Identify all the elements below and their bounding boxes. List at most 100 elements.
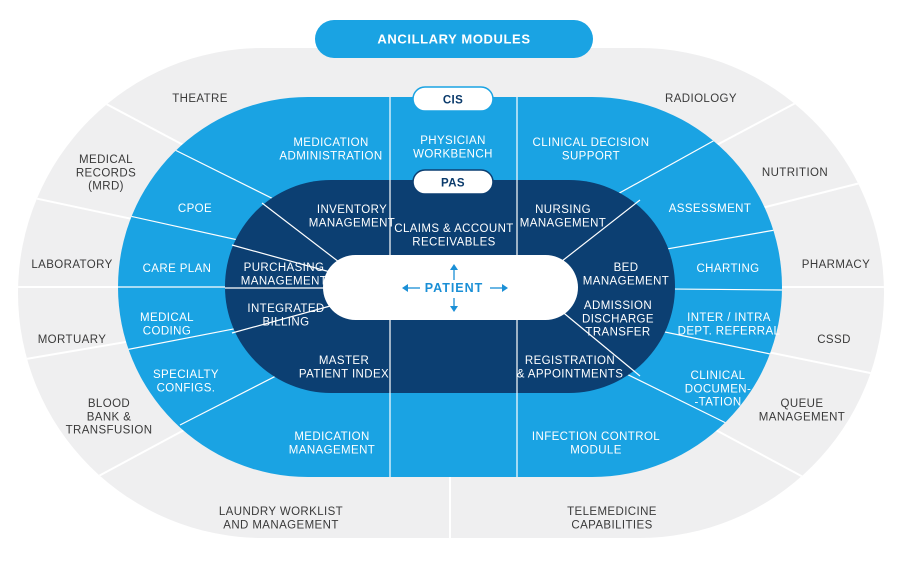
inner-nursing-label-line: MANAGEMENT bbox=[520, 217, 606, 229]
mid-medical-coding-label-line: MEDICAL bbox=[140, 312, 194, 324]
outer-pharmacy-label: PHARMACY bbox=[802, 259, 870, 271]
inner-integrated-billing-label-line: BILLING bbox=[263, 316, 310, 328]
outer-blood-bank-label-line: BANK & bbox=[87, 411, 132, 423]
cis-label: CIS bbox=[443, 95, 463, 107]
inner-master-patient-label-line: MASTER bbox=[319, 355, 369, 367]
inner-registration-label: REGISTRATION& APPOINTMENTS bbox=[517, 355, 624, 380]
outer-telemedicine-label-line: TELEMEDICINE bbox=[567, 506, 657, 518]
mid-clinical-decision-support-label-line: CLINICAL DECISION bbox=[533, 137, 650, 149]
pas-label: PAS bbox=[441, 178, 465, 190]
inner-admission-label-line: DISCHARGE bbox=[582, 313, 654, 325]
mid-medication-administration-label-line: ADMINISTRATION bbox=[279, 150, 382, 162]
outer-nutrition-label: NUTRITION bbox=[762, 167, 828, 179]
outer-pharmacy-label-line: PHARMACY bbox=[802, 259, 870, 271]
mid-medication-management-label-line: MANAGEMENT bbox=[289, 444, 375, 456]
inner-nursing-label-line: NURSING bbox=[535, 204, 591, 216]
outer-laboratory-label: LABORATORY bbox=[31, 259, 112, 271]
center-patient-area bbox=[323, 255, 578, 320]
outer-mortuary-label-line: MORTUARY bbox=[38, 334, 107, 346]
outer-medical-records-label-line: (MRD) bbox=[88, 181, 124, 193]
outer-laboratory-label-line: LABORATORY bbox=[31, 259, 112, 271]
mid-assessment-label-line: ASSESSMENT bbox=[669, 203, 752, 215]
mid-medication-administration-label-line: MEDICATION bbox=[293, 137, 368, 149]
inner-integrated-billing-label-line: INTEGRATED bbox=[247, 303, 324, 315]
outer-cssd-label: CSSD bbox=[817, 334, 851, 346]
outer-theatre-label: THEATRE bbox=[172, 93, 228, 105]
outer-queue-management-label-line: MANAGEMENT bbox=[759, 411, 845, 423]
inner-inventory-label-line: MANAGEMENT bbox=[309, 217, 395, 229]
outer-cssd-label-line: CSSD bbox=[817, 334, 851, 346]
inner-admission-label-line: TRANSFER bbox=[585, 327, 650, 339]
mid-specialty-configs-label-line: SPECIALTY bbox=[153, 369, 219, 381]
inner-claims-label-line: RECEIVABLES bbox=[412, 236, 495, 248]
mid-cpoe-label: CPOE bbox=[178, 203, 212, 215]
mid-assessment-label: ASSESSMENT bbox=[669, 203, 752, 215]
inner-master-patient-label-line: PATIENT INDEX bbox=[299, 368, 389, 380]
outer-blood-bank-label-line: TRANSFUSION bbox=[66, 425, 153, 437]
inner-purchasing-label-line: PURCHASING bbox=[244, 262, 325, 274]
mid-clinical-documentation-label-line: CLINICAL bbox=[691, 370, 746, 382]
outer-telemedicine-label-line: CAPABILITIES bbox=[571, 519, 652, 531]
inner-inventory-label-line: INVENTORY bbox=[317, 204, 387, 216]
inner-bed-label-line: BED bbox=[614, 262, 639, 274]
mid-charting-label-line: CHARTING bbox=[696, 263, 759, 275]
inner-bed-label-line: MANAGEMENT bbox=[583, 275, 669, 287]
outer-queue-management-label-line: QUEUE bbox=[781, 398, 824, 410]
mid-infection-control-label-line: MODULE bbox=[570, 444, 622, 456]
inner-claims-label-line: CLAIMS & ACCOUNT bbox=[394, 223, 514, 235]
mid-inter-intra-label-line: INTER / INTRA bbox=[687, 312, 771, 324]
outer-medical-records-label-line: RECORDS bbox=[76, 167, 136, 179]
inner-purchasing-label-line: MANAGEMENT bbox=[241, 275, 327, 287]
patient-arrows-icon bbox=[402, 264, 508, 312]
mid-physician-workbench-label-line: PHYSICIAN bbox=[420, 135, 486, 147]
mid-clinical-decision-support-label-line: SUPPORT bbox=[562, 150, 620, 162]
mid-inter-intra-label-line: DEPT. REFERRAL bbox=[678, 325, 781, 337]
center-patient-label: PATIENT bbox=[425, 281, 484, 295]
mid-physician-workbench-label-line: WORKBENCH bbox=[413, 148, 493, 160]
mid-charting-label: CHARTING bbox=[696, 263, 759, 275]
title: ANCILLARY MODULES bbox=[377, 32, 530, 47]
mid-care-plan-label: CARE PLAN bbox=[143, 263, 212, 275]
outer-laundry-label-line: LAUNDRY WORKLIST bbox=[219, 506, 343, 518]
mid-cpoe-label-line: CPOE bbox=[178, 203, 212, 215]
outer-nutrition-label-line: NUTRITION bbox=[762, 167, 828, 179]
mid-care-plan-label-line: CARE PLAN bbox=[143, 263, 212, 275]
mid-medical-coding-label-line: CODING bbox=[143, 325, 191, 337]
outer-theatre-label-line: THEATRE bbox=[172, 93, 228, 105]
outer-radiology-label: RADIOLOGY bbox=[665, 93, 737, 105]
mid-clinical-documentation-label-line: -TATION bbox=[694, 397, 741, 409]
outer-blood-bank-label-line: BLOOD bbox=[88, 398, 130, 410]
inner-registration-label-line: & APPOINTMENTS bbox=[517, 368, 624, 380]
cis-pill bbox=[412, 86, 494, 112]
inner-registration-label-line: REGISTRATION bbox=[525, 355, 615, 367]
title-pill bbox=[315, 20, 593, 58]
mid-specialty-configs-label-line: CONFIGS. bbox=[157, 382, 216, 394]
inner-admission-label-line: ADMISSION bbox=[584, 300, 652, 312]
outer-medical-records-label-line: MEDICAL bbox=[79, 154, 133, 166]
pas-pill bbox=[412, 169, 494, 195]
mid-clinical-documentation-label-line: DOCUMEN- bbox=[685, 383, 751, 395]
